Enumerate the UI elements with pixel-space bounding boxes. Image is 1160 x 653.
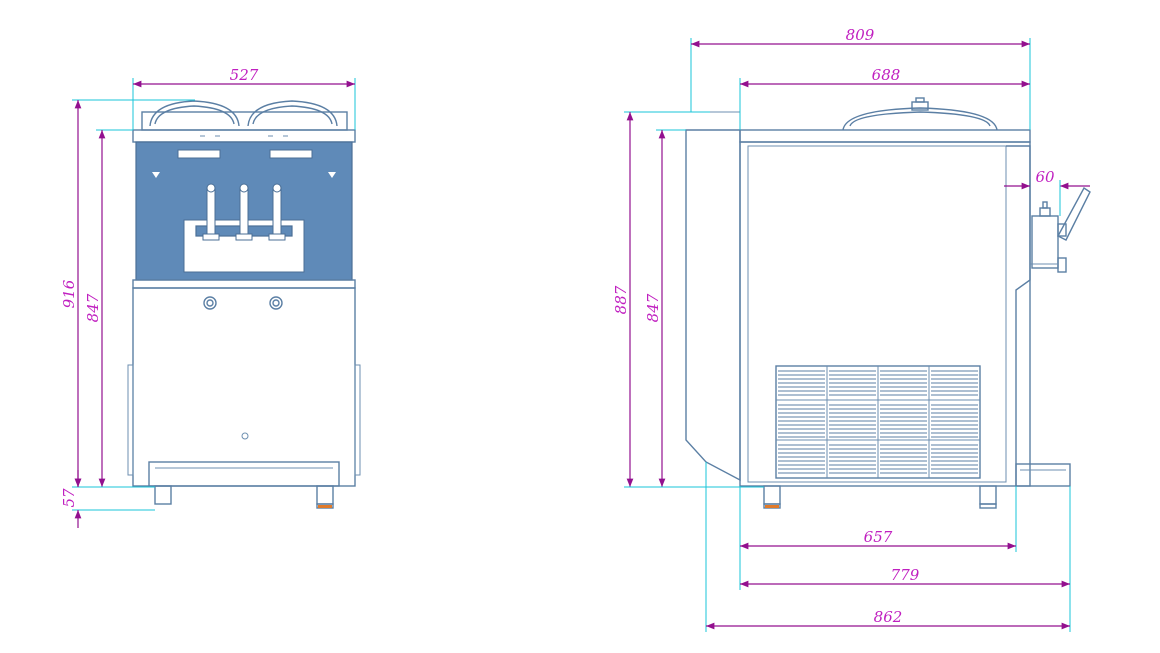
side-handle-dim: 60 [1035, 168, 1055, 186]
side-base-tray-dim: 779 [891, 566, 920, 584]
right-display [269, 149, 313, 159]
front-body-height-dim: 847 [84, 293, 102, 322]
front-overall-height-dim: 916 [60, 279, 78, 308]
dispenser-levers [202, 183, 286, 241]
side-top-depth-dim: 688 [872, 66, 901, 84]
side-dimensions: 809 688 887 847 60 657 779 862 [612, 26, 1090, 632]
side-top-slab [739, 129, 1031, 143]
side-dispenser [1030, 186, 1091, 273]
front-lower-body [132, 287, 356, 487]
front-knobs [203, 296, 283, 440]
side-overall-height-dim: 887 [612, 285, 630, 314]
front-hopper-lids [141, 100, 348, 131]
front-side-louvers [127, 364, 361, 476]
side-main-body [739, 141, 1031, 487]
side-total-depth-dim: 862 [874, 608, 903, 626]
side-base-depth-dim: 657 [864, 528, 893, 546]
front-dimensions: 527 916 847 57 [60, 66, 356, 528]
front-drip-ledge [132, 279, 356, 289]
front-top-slab [132, 129, 356, 143]
front-feet [154, 485, 334, 509]
left-arrow-icon [152, 172, 160, 178]
side-back-panel [685, 129, 741, 482]
front-foot-height-dim: 57 [60, 488, 78, 508]
side-body-height-dim: 847 [644, 293, 662, 322]
side-drip-tray [1015, 463, 1071, 487]
left-display [177, 149, 221, 159]
right-arrow-icon [328, 172, 336, 178]
front-view [127, 100, 361, 509]
side-front-face [1006, 145, 1031, 486]
side-hopper-lid [842, 97, 998, 131]
side-overall-depth-dim: 809 [846, 26, 875, 44]
front-width-dim: 527 [230, 66, 259, 84]
side-feet [763, 485, 997, 509]
side-vent-grille [775, 365, 981, 479]
front-drip-tray [148, 461, 340, 487]
side-view [685, 97, 1091, 509]
